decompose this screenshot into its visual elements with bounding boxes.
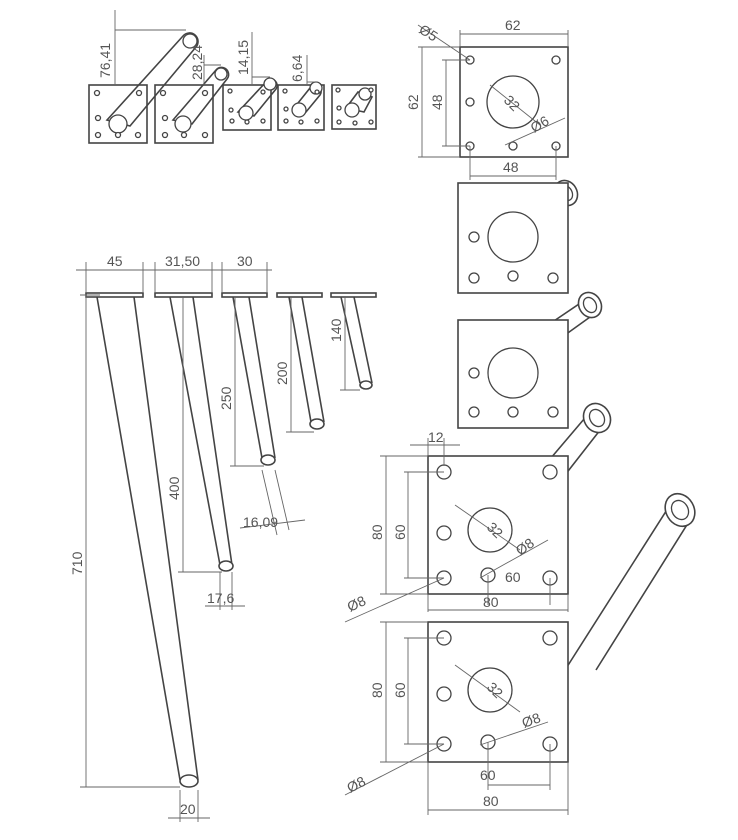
dim-48-v: 48 xyxy=(429,94,445,110)
dim-140: 140 xyxy=(328,318,344,342)
iso-plate-5 xyxy=(331,84,377,130)
dim-dia-8-b: Ø8 xyxy=(344,773,368,796)
dim-710: 710 xyxy=(69,551,85,575)
plate-mid-2 xyxy=(457,291,603,429)
leg-250: 30 250 16,09 xyxy=(218,253,306,536)
dim-76-41: 76,41 xyxy=(97,43,113,78)
plate-large-b: 80 60 32 Ø8 60 80 Ø8 xyxy=(344,621,569,815)
dim-80-b-v: 80 xyxy=(369,682,385,698)
dim-45: 45 xyxy=(107,253,123,269)
plate-62-top-view: 62 62 48 48 Ø5 32 Ø6 xyxy=(405,17,569,180)
iso-plate-3: 14,15 xyxy=(222,32,278,131)
dim-250: 250 xyxy=(218,386,234,410)
dim-80-b-h: 80 xyxy=(483,793,499,809)
dim-dia-8-b-tube: Ø8 xyxy=(520,709,543,730)
dim-80-a-v: 80 xyxy=(369,524,385,540)
dim-200: 200 xyxy=(274,361,290,385)
dim-62-width: 62 xyxy=(505,17,521,33)
leg-200: 200 xyxy=(274,292,325,433)
dim-60-a-h: 60 xyxy=(505,569,521,585)
dim-28-24: 28,24 xyxy=(189,45,205,80)
dim-60-b-h: 60 xyxy=(480,767,496,783)
dim-48-h: 48 xyxy=(503,159,519,175)
dim-60-b-v: 60 xyxy=(392,682,408,698)
iso-plate-4: 6,64 xyxy=(277,55,325,131)
dim-30: 30 xyxy=(237,253,253,269)
dim-16-09: 16,09 xyxy=(243,514,278,530)
dim-60-a-v: 60 xyxy=(392,524,408,540)
dim-14-15: 14,15 xyxy=(235,40,251,75)
dim-31-50: 31,50 xyxy=(165,253,200,269)
dim-400: 400 xyxy=(166,476,182,500)
dim-dia-8-a: Ø8 xyxy=(345,592,369,614)
plate-mid-1 xyxy=(457,179,579,294)
leg-400: 31,50 400 17,6 xyxy=(150,253,245,610)
leg-140: 140 xyxy=(328,292,377,391)
dim-17-6: 17,6 xyxy=(207,590,234,606)
dim-20: 20 xyxy=(180,801,196,817)
plate-large-a: 12 80 60 32 Ø8 60 80 Ø8 xyxy=(345,402,612,623)
dim-80-a-h: 80 xyxy=(483,594,499,610)
dim-6-64: 6,64 xyxy=(289,55,305,82)
leg-710: 45 710 20 xyxy=(69,253,210,822)
iso-plate-2: 28,24 xyxy=(154,45,230,144)
plate-large-b-tube xyxy=(564,492,696,671)
iso-plate-1: 76,41 xyxy=(88,10,199,144)
dim-dia-5: Ø5 xyxy=(416,21,440,45)
dim-12: 12 xyxy=(428,429,444,445)
dim-62-height: 62 xyxy=(405,94,421,110)
